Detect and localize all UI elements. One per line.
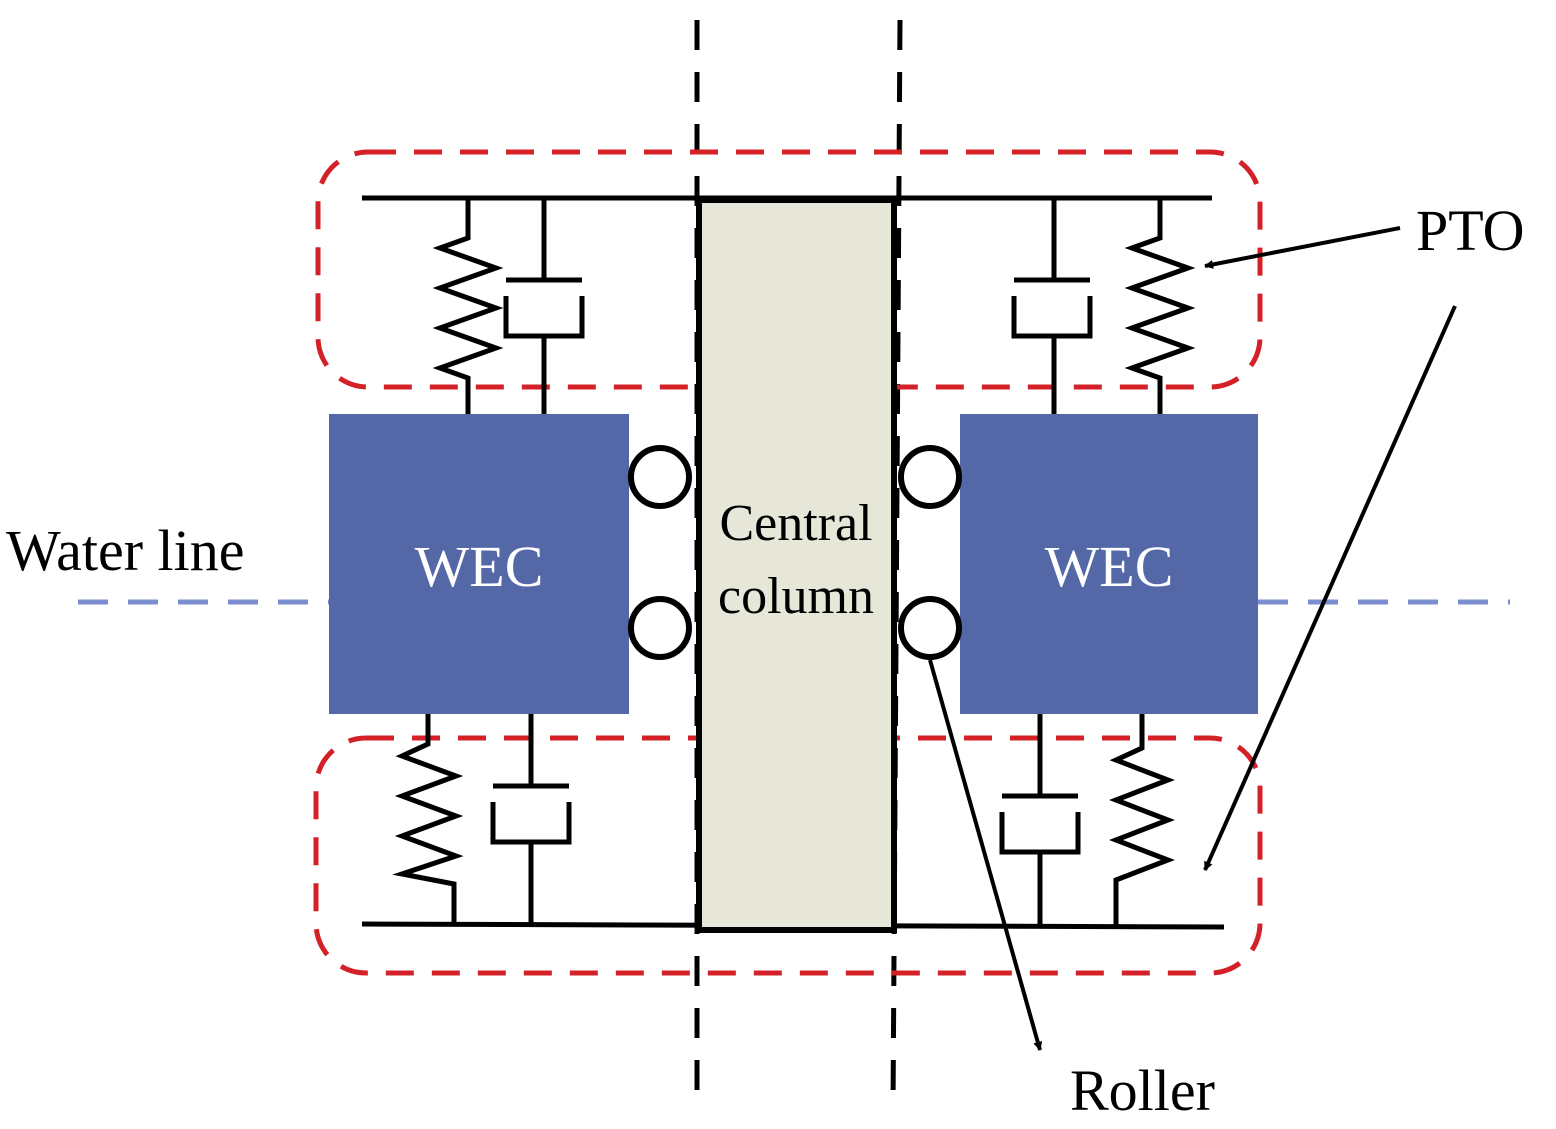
spring-bottom-left (392, 714, 464, 924)
roller-left-lower (628, 596, 692, 660)
damper-bottom-left (490, 714, 572, 924)
central-column-label-line1: Central (719, 495, 872, 552)
roller-right-lower (898, 596, 962, 660)
roller-left-upper (628, 445, 692, 509)
spring-top-left (432, 198, 504, 414)
damper-top-right (1011, 198, 1093, 414)
wec-right-label: WEC (1045, 534, 1174, 599)
damper-bottom-right (999, 714, 1081, 926)
roller-label: Roller (1070, 1058, 1215, 1123)
damper-top-left (503, 198, 585, 414)
pto-label: PTO (1416, 198, 1525, 263)
roller-arrow (928, 659, 1043, 1051)
central-column-label-line2: column (718, 568, 874, 625)
pto-arrow-bottom (1203, 305, 1457, 871)
central-column (696, 197, 897, 933)
wec-left-box (329, 414, 629, 714)
water-line-label: Water line (6, 518, 245, 583)
roller-right-upper (898, 445, 962, 509)
pto-boundary-top (315, 149, 1263, 390)
spring-bottom-right (1109, 714, 1175, 926)
pto-arrow-top (1204, 226, 1401, 269)
spring-top-right (1124, 198, 1196, 414)
wec-right-box (960, 414, 1258, 714)
wec-left-label: WEC (415, 534, 544, 599)
